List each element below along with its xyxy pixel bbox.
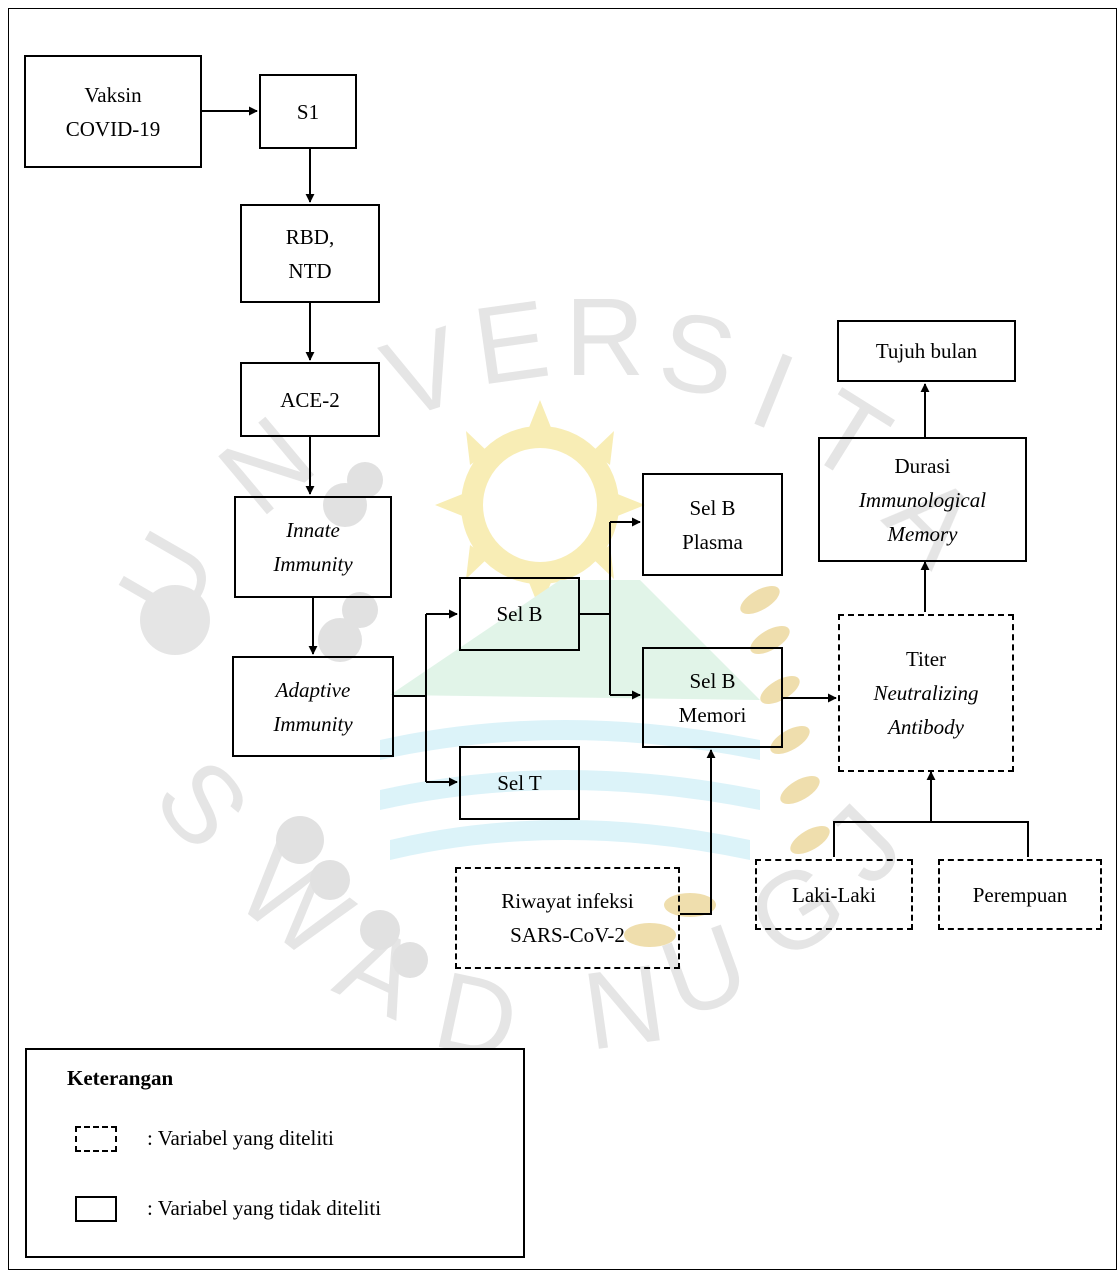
svg-text:R: R xyxy=(565,276,644,399)
node-titer-neutralizing-antibody: Titer Neutralizing Antibody xyxy=(838,614,1014,772)
svg-text:N: N xyxy=(576,941,672,1074)
node-adaptive-immunity: Adaptive Immunity xyxy=(232,656,394,757)
node-riwayat-infeksi: Riwayat infeksi SARS-CoV-2 xyxy=(455,867,680,969)
node-sel-t: Sel T xyxy=(459,746,580,820)
node-ace2: ACE-2 xyxy=(240,362,380,437)
node-innate-immunity: Innate Immunity xyxy=(234,496,392,598)
line-gender-bracket xyxy=(833,821,1029,857)
diagram-frame xyxy=(8,8,1117,1270)
node-s1: S1 xyxy=(259,74,357,149)
legend-dashed-label: : Variabel yang diteliti xyxy=(147,1126,334,1150)
legend-dashed-symbol xyxy=(75,1126,117,1152)
legend: Keterangan : Variabel yang diteliti : Va… xyxy=(25,1048,525,1258)
node-durasi-immunological-memory: Durasi Immunological Memory xyxy=(818,437,1027,562)
node-sel-b-memori: Sel B Memori xyxy=(642,647,783,748)
svg-text:E: E xyxy=(466,277,556,409)
node-rbd-ntd: RBD, NTD xyxy=(240,204,380,303)
legend-solid-symbol xyxy=(75,1196,117,1222)
legend-title: Keterangan xyxy=(67,1066,174,1090)
node-tujuh-bulan: Tujuh bulan xyxy=(837,320,1016,382)
node-vaksin-covid19: Vaksin COVID-19 xyxy=(24,55,202,168)
node-sel-b: Sel B xyxy=(459,577,580,651)
node-sel-b-plasma: Sel B Plasma xyxy=(642,473,783,576)
node-laki-laki: Laki-Laki xyxy=(755,859,913,930)
legend-solid-label: : Variabel yang tidak diteliti xyxy=(147,1196,382,1220)
arrow-riwayat-memori xyxy=(680,749,716,915)
node-perempuan: Perempuan xyxy=(938,859,1102,930)
